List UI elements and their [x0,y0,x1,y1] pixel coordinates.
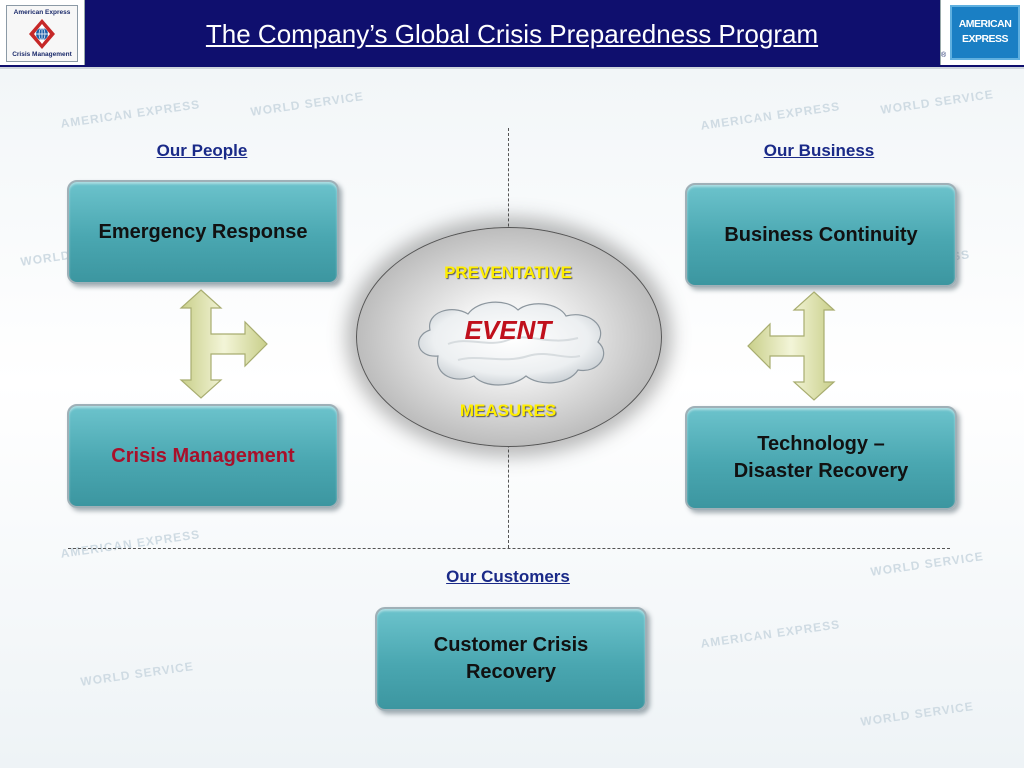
event-label: EVENT [464,315,552,345]
customer-crisis-recovery-box: Customer Crisis Recovery [375,607,647,711]
crisis-management-logo: American Express Crisis Management [0,0,85,65]
slide-header: American Express Crisis Management The C… [0,0,1024,69]
section-heading-people: Our People [156,141,248,160]
watermark-text: AMERICAN EXPRESS [59,97,201,131]
technology-disaster-recovery-box: Technology – Disaster Recovery [685,406,957,510]
watermark-text: WORLD SERVICE [79,659,195,689]
event-cloud-icon [418,301,605,386]
amex-logo-box: AMERICAN EXPRESS [950,5,1020,60]
logo-top-text: American Express [13,9,71,16]
watermark-text: AMERICAN EXPRESS [699,617,841,651]
customer-label-line1: Customer Crisis [433,634,589,656]
section-heading-business: Our Business [763,141,875,160]
preventative-label: PREVENTATIVE [444,263,572,282]
business-continuity-label: Business Continuity [724,223,918,246]
technology-label-line1: Technology – [757,433,885,455]
horizontal-divider [68,548,950,549]
logo-bottom-text: Crisis Management [12,51,72,58]
section-heading-customers: Our Customers [446,567,570,586]
emergency-response-label: Emergency Response [98,220,308,243]
measures-label: MEASURES [459,401,557,420]
crisis-management-emblem-icon [29,19,55,49]
business-continuity-box: Business Continuity [685,183,957,287]
amex-logo-line1: AMERICAN [958,18,1012,30]
three-way-arrow-icon [179,289,268,399]
three-way-arrow-icon [747,291,836,401]
emergency-response-box: Emergency Response [67,180,339,284]
customer-label-line2: Recovery [465,661,557,683]
watermark-text: AMERICAN EXPRESS [59,527,201,561]
american-express-logo: AMERICAN EXPRESS ® [940,0,1024,65]
watermark-text: WORLD SERVICE [859,699,975,729]
crisis-management-label: Crisis Management [111,444,295,467]
watermark-text: WORLD SERVICE [879,87,995,117]
technology-label-line2: Disaster Recovery [733,460,909,482]
watermark-text: WORLD SERVICE [869,549,985,579]
amex-logo-line2: EXPRESS [961,33,1009,45]
page-title: The Company’s Global Crisis Preparedness… [205,19,819,49]
logo-frame: American Express Crisis Management [6,5,78,62]
watermark-text: WORLD SERVICE [249,89,365,119]
watermark-text: AMERICAN EXPRESS [699,99,841,133]
registered-mark: ® [941,52,947,59]
crisis-management-box: Crisis Management [67,404,339,508]
